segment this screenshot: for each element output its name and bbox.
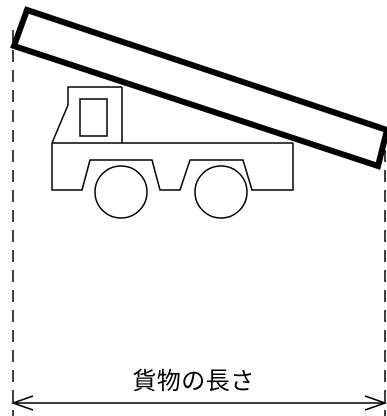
truck-rear-wheel	[194, 165, 248, 219]
truck-cab-window	[79, 98, 108, 137]
cargo-length-label: 貨物の長さ	[132, 367, 255, 395]
left-arrowhead	[10, 395, 34, 411]
length-dimension	[10, 395, 387, 411]
right-arrowhead	[364, 395, 387, 411]
truck-body-outline	[51, 86, 294, 191]
truck	[51, 86, 294, 219]
cargo-beam	[10, 6, 387, 170]
truck-front-wheel	[94, 165, 148, 219]
